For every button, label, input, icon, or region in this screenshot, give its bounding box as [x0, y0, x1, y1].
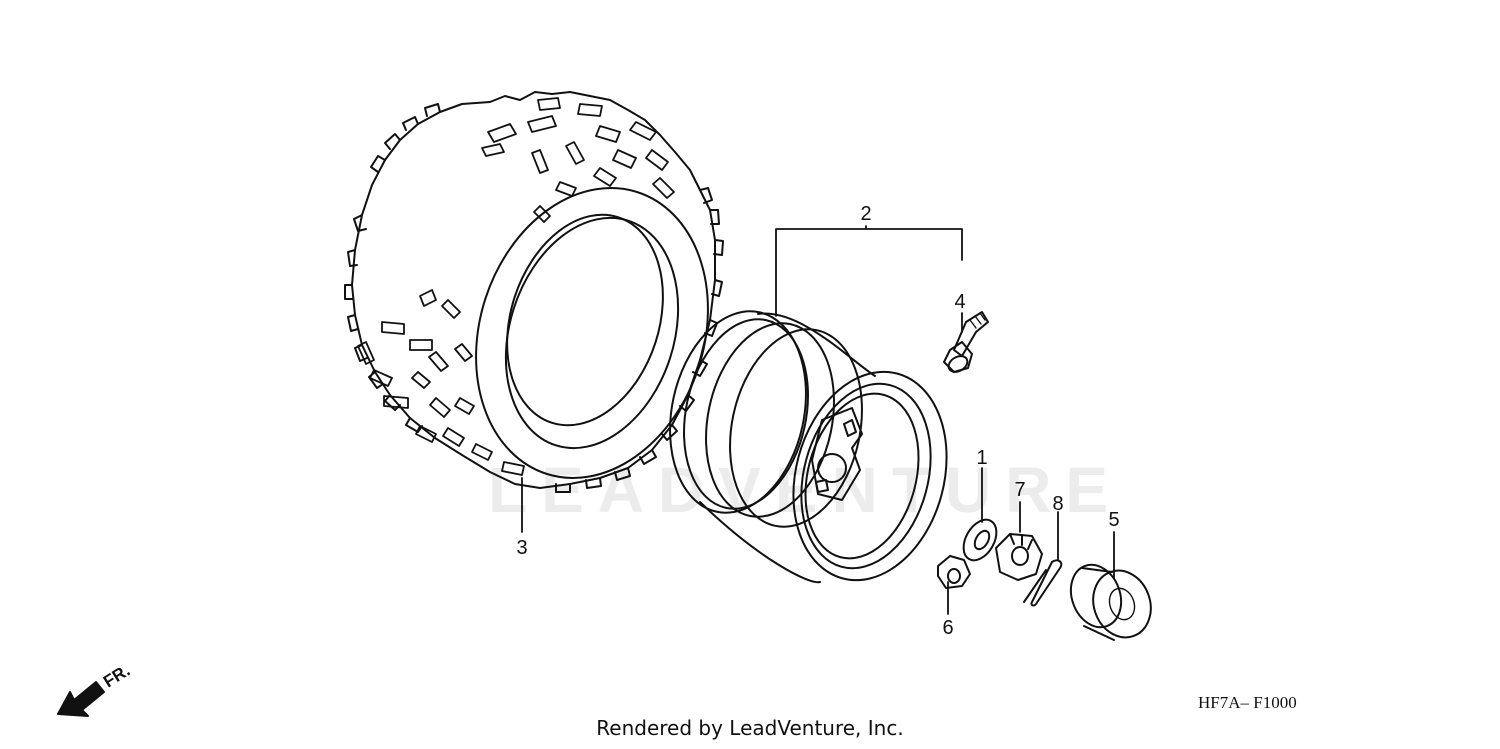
rim-barrel-ring-2 — [729, 328, 863, 528]
rim-back-flange — [669, 310, 807, 514]
hub-cap-logo — [1108, 587, 1136, 621]
credit-text: Rendered by LeadVenture, Inc. — [596, 716, 904, 740]
callout-6: 6 — [942, 617, 953, 639]
cotter-pin-body — [1023, 559, 1063, 607]
callout-7: 7 — [1014, 479, 1025, 501]
valve-stem-body — [953, 311, 989, 357]
tire-knobs-left — [344, 103, 441, 433]
tire-outline — [351, 91, 716, 489]
callout-4: 4 — [954, 291, 965, 313]
callout-5: 5 — [1108, 509, 1119, 531]
valve-stem-drawing[interactable] — [943, 311, 989, 375]
rim-back-bead — [683, 318, 809, 510]
callout-1: 1 — [976, 447, 987, 469]
callout-2: 2 — [860, 203, 871, 225]
castle-nut-hole — [1011, 546, 1029, 566]
rim-front-bead — [800, 382, 932, 570]
rim-hub-hole — [817, 453, 847, 483]
flange-nut-drawing[interactable] — [937, 555, 971, 589]
hub-cap-drawing[interactable] — [1063, 558, 1160, 646]
leader-lines — [521, 225, 1115, 615]
castle-nut-drawing[interactable] — [995, 533, 1043, 581]
flange-nut-hole — [947, 568, 961, 584]
watermark-text: LEADVENTURE — [488, 454, 1122, 526]
diagram-code: HF7A– F1000 — [1198, 693, 1297, 712]
flange-nut-body — [937, 555, 971, 589]
tire-bead-inner — [506, 213, 664, 427]
rim-hub — [811, 407, 863, 501]
valve-stem-seat — [947, 355, 969, 373]
front-arrow-icon — [57, 681, 105, 717]
front-direction-indicator: FR. — [57, 661, 133, 717]
front-label: FR. — [100, 661, 133, 692]
callout-8: 8 — [1052, 493, 1063, 515]
washer-outer — [962, 518, 998, 562]
rim-drawing[interactable] — [652, 299, 969, 598]
rim-front-flange — [792, 370, 948, 582]
rim-barrel-ring — [705, 322, 835, 518]
callout-3: 3 — [516, 537, 527, 559]
castle-nut-body — [995, 533, 1043, 581]
cotter-pin-drawing[interactable] — [1023, 559, 1063, 607]
valve-stem-threads — [969, 312, 986, 329]
tire-sidewall-inner — [504, 216, 680, 450]
washer-drawing[interactable] — [957, 514, 1003, 566]
tire-tread-blocks — [357, 97, 675, 476]
hub-cap-sides — [1081, 567, 1115, 641]
castle-nut-slots — [1009, 533, 1033, 550]
leader-line-2 — [775, 225, 963, 317]
rim-front-seat — [804, 392, 920, 560]
washer-inner — [973, 529, 991, 551]
rim-barrel-edges — [699, 312, 876, 584]
rim-hub-slot — [815, 419, 857, 493]
valve-stem-base — [943, 341, 973, 373]
tire-drawing[interactable] — [344, 91, 744, 508]
tire-knobs-right — [555, 187, 724, 493]
